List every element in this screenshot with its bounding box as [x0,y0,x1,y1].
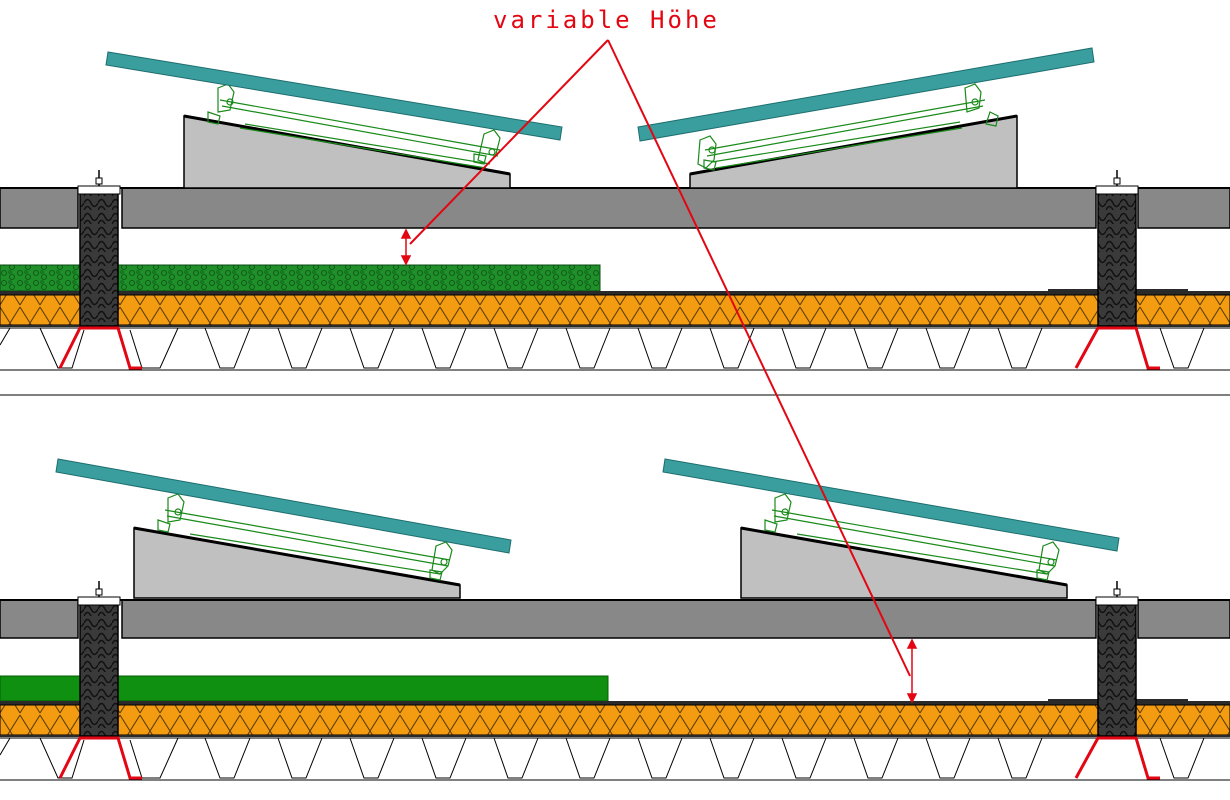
insulation-layer [0,294,1230,326]
annotation-label: variable Höhe [493,6,720,34]
parapet-bottom-left [79,599,119,737]
leader-line-bottom [607,39,911,677]
ballast-block-bottom-right [740,527,1068,599]
parapet-right [1097,187,1137,327]
parapet-bracket-right [1074,326,1160,370]
ballast-block-right [689,115,1018,189]
roof-beam-left-stub-bottom [0,599,79,639]
ballast-block-left [183,115,511,189]
height-arrow-bottom [906,638,918,704]
pv-panel-top-left [105,51,563,141]
parapet-left [79,187,119,327]
insulation-layer-bottom [0,704,1230,736]
height-arrow-top [400,228,412,266]
trapezoidal-deck [0,327,1230,371]
mount-frame-right [697,83,999,171]
roof-beam-right-stub [1137,187,1230,229]
parapet-bracket-bottom-right [1074,736,1160,780]
ballast-block-bottom-left [133,527,461,599]
parapet-bracket-bottom-left [58,736,142,780]
pv-panel-top-right [637,47,1095,142]
roof-beam-left-stub [0,187,79,229]
roof-beam-right-stub-bottom [1137,599,1230,639]
roof-beam-bottom [121,599,1097,639]
section-bottom [0,458,1230,781]
leader-line-top [409,39,609,245]
parapet-bottom-right [1097,599,1137,737]
mount-frame-left [207,83,501,169]
roof-beam [121,187,1097,229]
section-top [0,47,1230,371]
parapet-bracket-left [58,326,142,370]
mount-frame-bottom-right [764,493,1060,581]
annotation-variable-height: variable Höhe [409,6,911,677]
trapezoidal-deck-bottom [0,737,1230,781]
pv-panel-bottom-right [662,458,1120,552]
pv-panel-bottom-left [55,458,512,554]
